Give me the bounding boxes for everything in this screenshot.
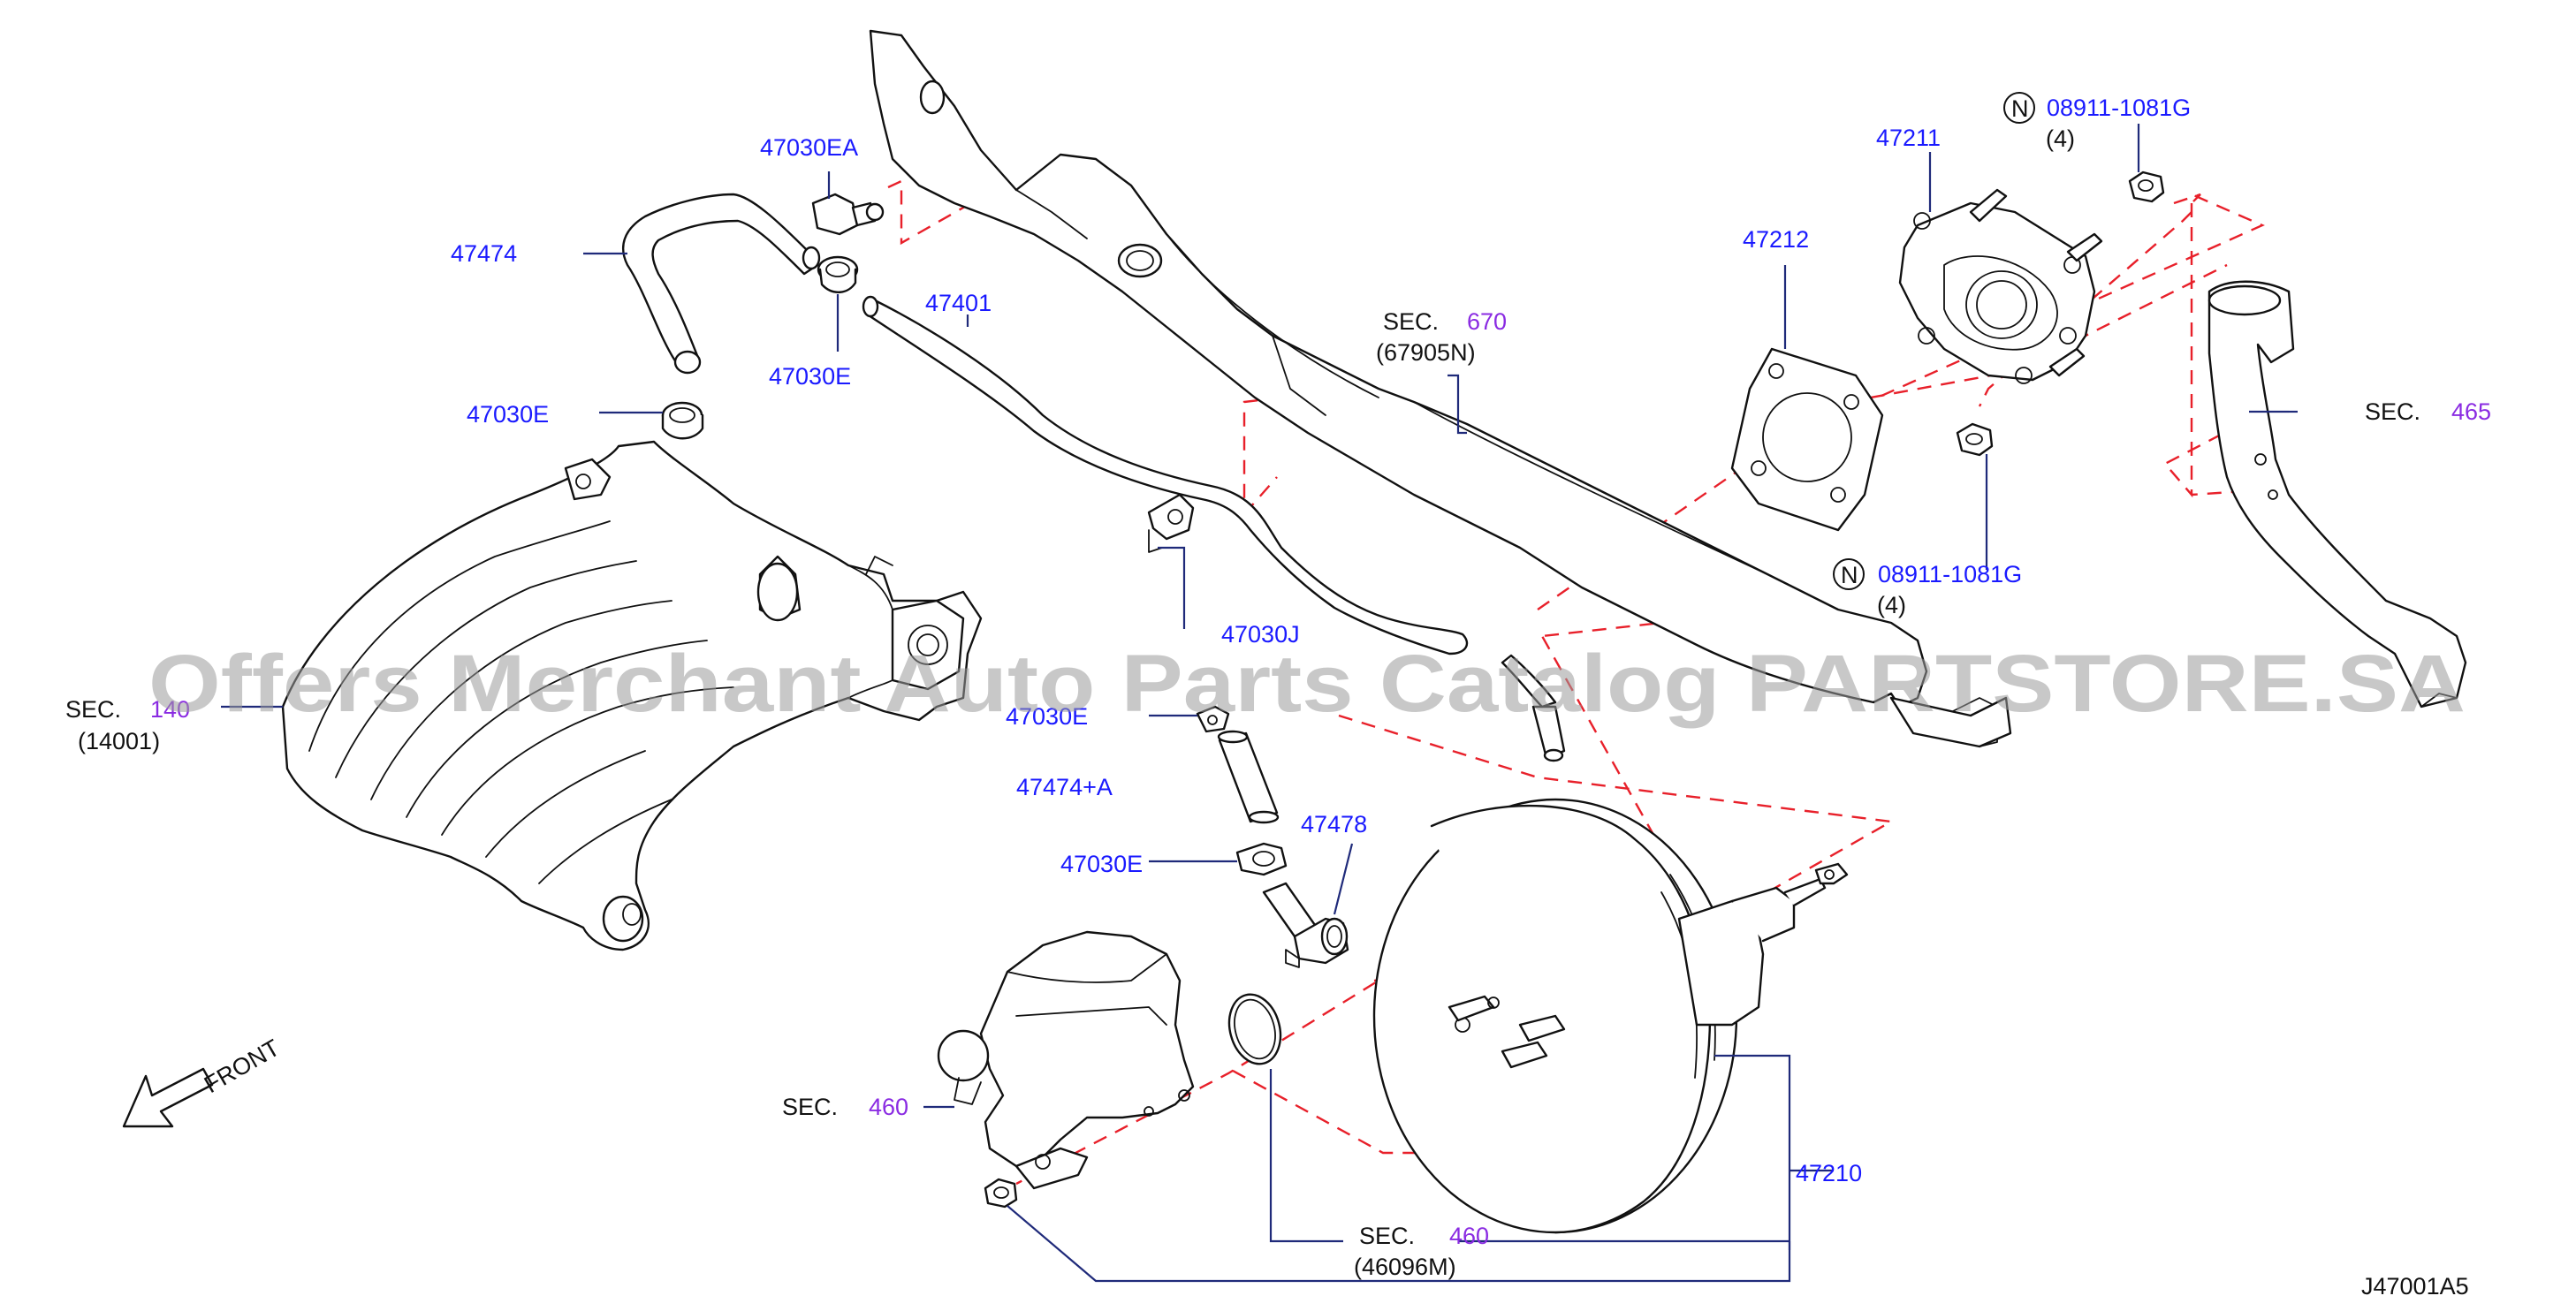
vacuum-hose-47474 xyxy=(621,193,821,375)
front-direction-arrow xyxy=(122,1067,214,1128)
label-sec-140: SEC. xyxy=(65,696,121,723)
label-47210: 47210 xyxy=(1796,1160,1862,1186)
label-sec-460-a-number: 460 xyxy=(869,1094,908,1120)
label-47474a: 47474+A xyxy=(1016,774,1113,800)
label-nut-middle: 08911-1081G xyxy=(1878,561,2022,587)
label-sec-140-sub: (14001) xyxy=(78,728,160,754)
hose-clamp-47030e-left xyxy=(661,401,704,440)
label-nut-top: 08911-1081G xyxy=(2047,95,2191,121)
label-47478: 47478 xyxy=(1301,811,1367,837)
label-sec-670-number: 670 xyxy=(1467,308,1507,335)
label-47030e-top: 47030E xyxy=(769,363,851,390)
watermark: Offers Merchant Auto Parts Catalog PARTS… xyxy=(148,639,2466,729)
master-cylinder-nut xyxy=(984,1178,1018,1209)
leader-lines xyxy=(221,124,2298,1283)
label-sec-460-b: SEC. xyxy=(1359,1223,1415,1249)
label-sec-670: SEC. xyxy=(1383,308,1439,335)
gasket-47212 xyxy=(1730,347,1884,532)
hose-clamp-47030e-lower xyxy=(1235,842,1288,876)
flange-nut-middle xyxy=(1956,422,1994,457)
label-47030j: 47030J xyxy=(1221,621,1300,648)
check-valve-47030ea xyxy=(811,193,885,236)
label-47030ea: 47030EA xyxy=(760,134,858,161)
label-sec-460-b-sub: (46096M) xyxy=(1354,1254,1456,1280)
tube-clip-47030j xyxy=(1147,493,1195,553)
brake-pedal-465 xyxy=(2207,280,2467,709)
nut-marker-top-letter: N xyxy=(2011,95,2029,122)
pedal-bracket-47211 xyxy=(1898,188,2103,384)
check-valve-47478 xyxy=(1262,882,1349,968)
bracket-strut-670 xyxy=(869,29,2012,748)
label-nut-middle-qty: (4) xyxy=(1877,592,1906,618)
vacuum-hose-47474a xyxy=(1217,730,1280,824)
nut-marker-middle-letter: N xyxy=(1841,562,1858,588)
nut-marker-middle xyxy=(1833,558,1865,590)
intake-manifold xyxy=(281,440,983,951)
diagram-code: J47001A5 xyxy=(2361,1273,2469,1300)
label-sec-140-number: 140 xyxy=(150,696,190,723)
hose-clamp-47030e-middle xyxy=(1196,705,1230,733)
vacuum-tube-47401 xyxy=(862,295,1566,762)
brake-booster-47210 xyxy=(1372,798,1849,1234)
label-47030e-lower: 47030E xyxy=(1060,851,1143,877)
label-sec-670-sub: (67905N) xyxy=(1376,339,1476,366)
label-47474: 47474 xyxy=(451,240,517,267)
flange-nut-top xyxy=(2128,171,2165,203)
nut-marker-top xyxy=(2003,92,2035,124)
part-labels: 47030EA 47474 47401 47030E 47030E 47030J… xyxy=(65,92,2491,1300)
o-ring xyxy=(1227,993,1282,1065)
label-47211: 47211 xyxy=(1876,125,1941,151)
label-nut-top-qty: (4) xyxy=(2046,125,2075,152)
label-47030e-left: 47030E xyxy=(467,401,549,428)
label-47030e-middle: 47030E xyxy=(1006,703,1088,730)
label-47401: 47401 xyxy=(925,290,992,316)
hose-clamp-47030e-top xyxy=(817,255,859,293)
front-label: FRONT xyxy=(200,1034,285,1098)
label-sec-465-number: 465 xyxy=(2451,398,2491,425)
label-sec-465: SEC. xyxy=(2365,398,2420,425)
master-cylinder-460 xyxy=(937,930,1195,1190)
label-47212: 47212 xyxy=(1743,226,1809,253)
label-sec-460-a: SEC. xyxy=(782,1094,838,1120)
label-sec-460-b-number: 460 xyxy=(1449,1223,1489,1249)
